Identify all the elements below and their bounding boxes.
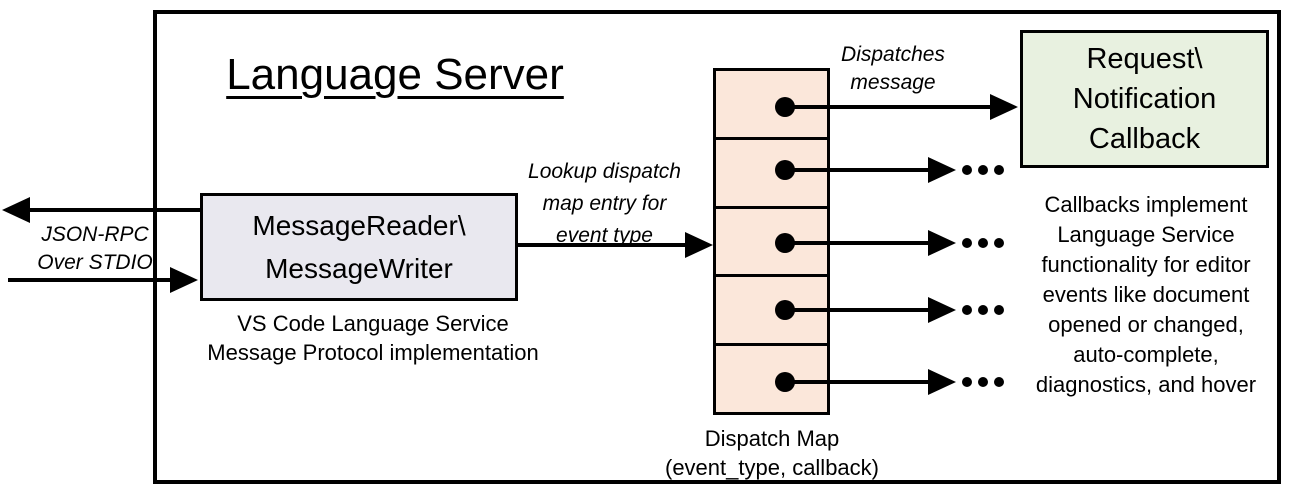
language-server-box <box>153 10 1281 484</box>
callback-box: Request\ Notification Callback <box>1020 30 1269 168</box>
message-reader-writer-label: MessageReader\ MessageWriter <box>252 210 466 284</box>
dispatch-arrow-line <box>785 168 928 172</box>
callbacks-note: Callbacks implement Language Service fun… <box>1035 192 1257 397</box>
message-box-caption: VS Code Language Service Message Protoco… <box>207 311 539 365</box>
stdio-out-arrow-head-icon <box>2 197 30 223</box>
diagram-title: Language Server <box>226 50 564 99</box>
dispatch-map-cell <box>716 71 827 140</box>
stdio-in-arrow-line <box>8 278 170 282</box>
dispatch-arrow-line <box>785 380 928 384</box>
lookup-dispatch-label: Lookup dispatch map entry for event type <box>528 160 681 247</box>
ellipsis-icon <box>962 377 1004 387</box>
dispatch-arrow-head-icon <box>990 94 1018 120</box>
dispatch-arrow-head-icon <box>928 297 956 323</box>
dispatch-arrow-head-icon <box>928 157 956 183</box>
stdio-in-arrow-head-icon <box>170 267 198 293</box>
dispatch-arrow-head-icon <box>928 369 956 395</box>
dispatch-map-caption: Dispatch Map (event_type, callback) <box>665 426 879 480</box>
message-reader-writer-box: MessageReader\ MessageWriter <box>200 193 518 301</box>
ellipsis-icon <box>962 305 1004 315</box>
io-protocol-label: JSON-RPC Over STDIO <box>37 223 153 274</box>
dispatch-arrow-line <box>785 308 928 312</box>
stdio-out-arrow-line <box>26 208 200 212</box>
ellipsis-icon <box>962 238 1004 248</box>
dispatch-arrow-head-icon <box>928 230 956 256</box>
dispatch-arrow-line <box>785 105 990 109</box>
lookup-arrow-head-icon <box>685 232 713 258</box>
callback-box-label: Request\ Notification Callback <box>1072 43 1217 155</box>
dispatch-map-cell <box>716 140 827 209</box>
dispatch-map-cell <box>716 277 827 347</box>
dispatch-arrow-line <box>785 241 928 245</box>
lookup-arrow-line <box>517 243 685 247</box>
dispatches-message-label: Dispatches message <box>841 43 945 94</box>
dispatch-map-cell <box>716 209 827 278</box>
ellipsis-icon <box>962 165 1004 175</box>
